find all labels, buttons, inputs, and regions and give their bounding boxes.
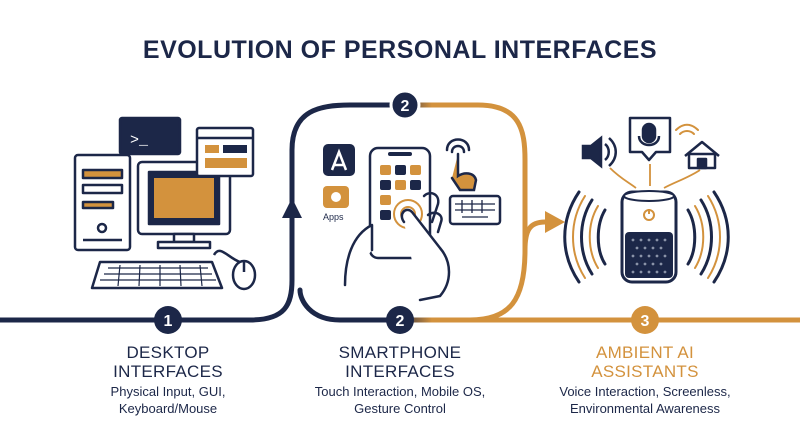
tap-gesture-icon xyxy=(445,138,478,192)
badge-1-number: 1 xyxy=(164,313,173,330)
touch-hand-icon xyxy=(343,192,451,302)
badge-2-top: 2 xyxy=(389,89,421,121)
arrow-up-icon xyxy=(282,198,302,218)
stage-2-title: SMARTPHONE INTERFACES xyxy=(300,343,500,381)
badge-3: 3 xyxy=(631,306,659,334)
apps-icon: Apps xyxy=(323,186,349,222)
page-title: EVOLUTION OF PERSONAL INTERFACES xyxy=(142,36,658,64)
stage-2-desc-line1: Touch Interaction, Mobile OS, xyxy=(314,384,486,399)
gui-window-icon xyxy=(195,126,255,178)
stage-1-title: DESKTOP INTERFACES xyxy=(78,343,258,381)
stage-1-desc-line2: Keyboard/Mouse xyxy=(118,401,218,416)
keyboard-icon xyxy=(90,260,224,290)
stage-3-title: AMBIENT AI ASSISTANTS xyxy=(545,343,745,381)
stage-2-title-line1: SMARTPHONE xyxy=(338,343,462,362)
stage-1-title-line2: INTERFACES xyxy=(113,362,223,381)
onscreen-keyboard-icon xyxy=(448,194,502,226)
stage-1-title-line1: DESKTOP xyxy=(126,343,210,362)
wifi-signal-icon xyxy=(675,123,699,135)
terminal-prompt: >_ xyxy=(130,132,149,149)
stage-3-desc-line1: Voice Interaction, Screenless, xyxy=(559,384,731,399)
home-icon xyxy=(684,140,720,170)
mouse-icon xyxy=(212,249,257,291)
stage-2-desc-line2: Gesture Control xyxy=(354,401,446,416)
stage-2-title-line2: INTERFACES xyxy=(345,362,455,381)
arrow-right-icon xyxy=(545,211,565,233)
stage-1-desc-line1: Physical Input, GUI, xyxy=(110,384,226,399)
microphone-icon xyxy=(628,116,672,162)
stage-3-title-line1: AMBIENT AI xyxy=(595,343,695,362)
app-store-icon xyxy=(323,144,355,176)
badge-3-number: 3 xyxy=(641,313,650,330)
badge-2-top-number: 2 xyxy=(401,98,410,115)
stage-1-description: Physical Input, GUI, Keyboard/Mouse xyxy=(78,383,258,417)
terminal-window-icon: >_ xyxy=(118,116,182,156)
smart-speaker-icon xyxy=(563,164,730,284)
desktop-computer-icon xyxy=(73,153,232,252)
apps-label: Apps xyxy=(323,212,344,222)
stage-3-description: Voice Interaction, Screenless, Environme… xyxy=(535,383,755,417)
badge-1: 1 xyxy=(154,306,182,334)
stage-3-title-line2: ASSISTANTS xyxy=(591,362,699,381)
speaker-icon xyxy=(581,135,617,169)
badge-2: 2 xyxy=(386,306,414,334)
badge-2-number: 2 xyxy=(396,313,405,330)
stage-3-desc-line2: Environmental Awareness xyxy=(569,401,721,416)
stage-2-description: Touch Interaction, Mobile OS, Gesture Co… xyxy=(295,383,505,417)
